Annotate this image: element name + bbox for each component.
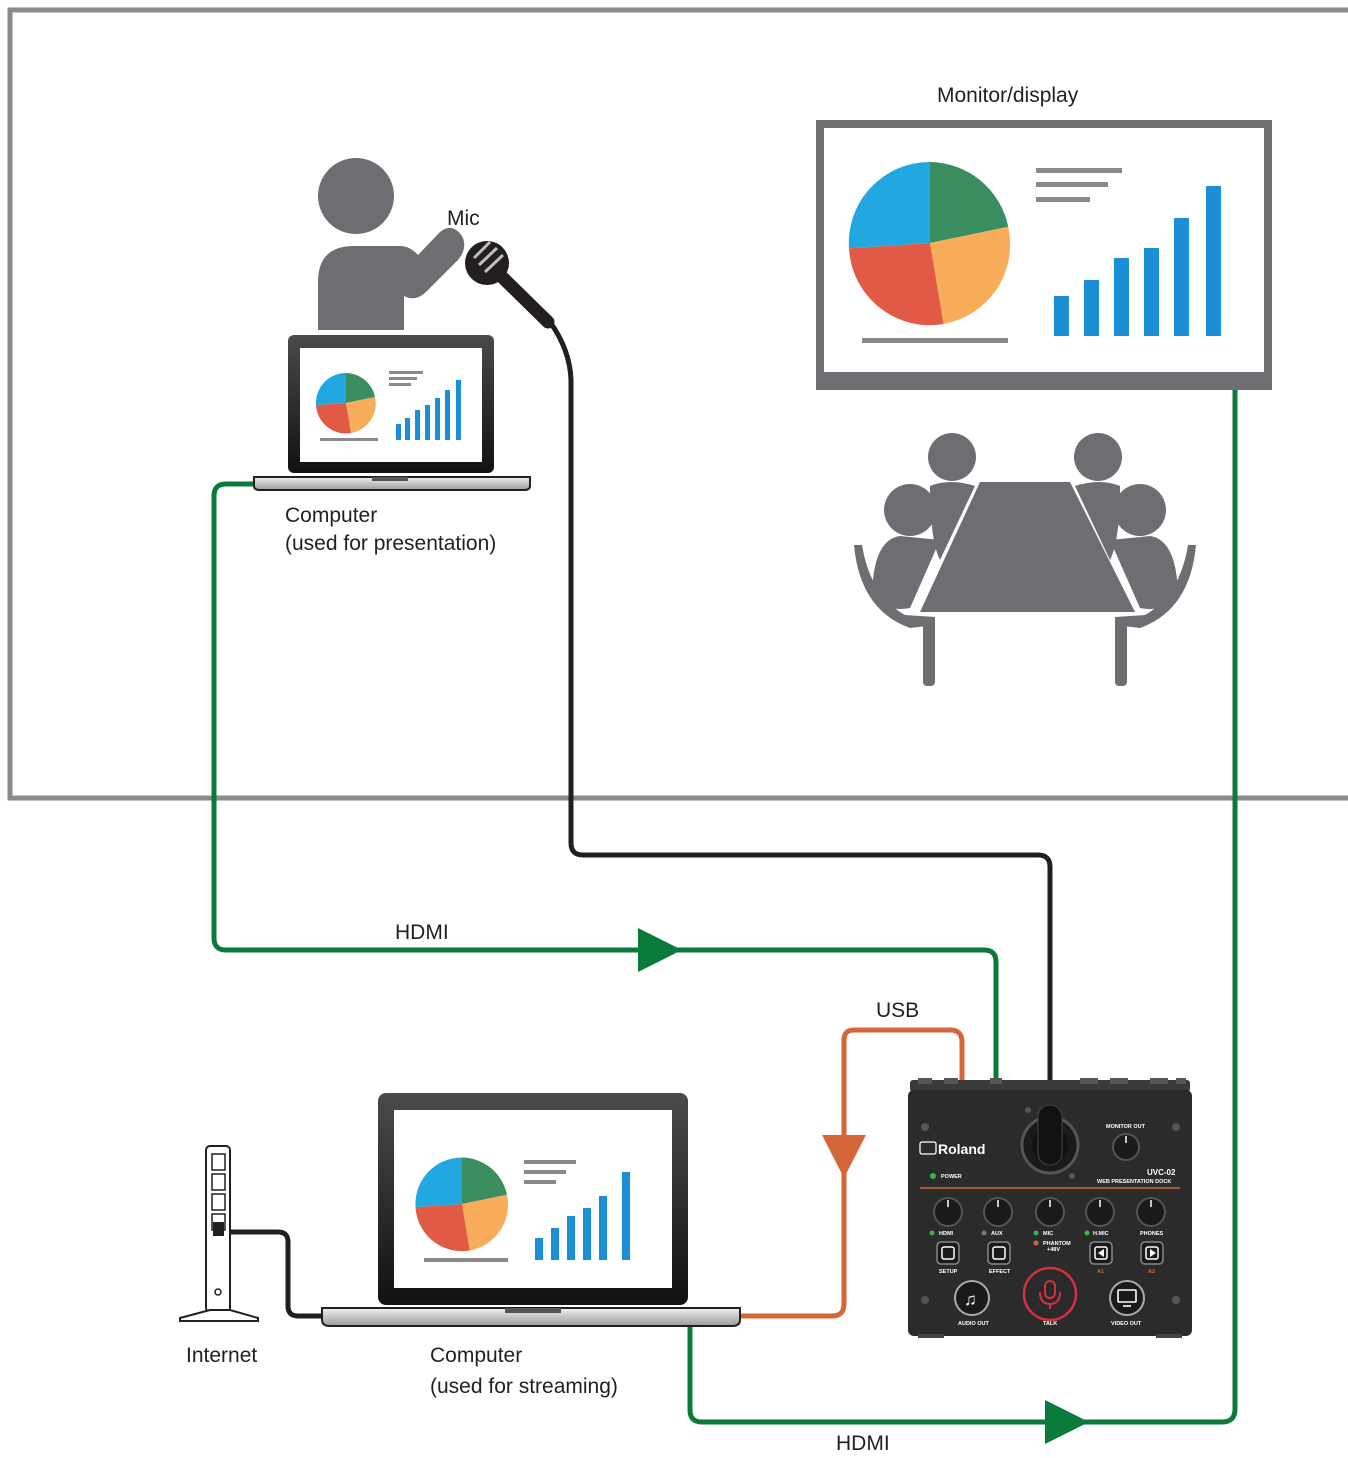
hdmi-in-label: HDMI: [395, 921, 449, 944]
monitor-icon: [816, 120, 1272, 390]
button-label-effect: EFFECT: [989, 1269, 1011, 1275]
knob-label-aux: AUX: [991, 1231, 1003, 1237]
usb-arrow: [822, 1135, 866, 1178]
microphone-icon: [465, 240, 555, 329]
meeting-table-icon: [854, 433, 1196, 686]
computer-presentation-label-2: (used for presentation): [285, 532, 496, 555]
room-border: [7, 7, 1348, 801]
bottom-label-talk: TALK: [1043, 1321, 1057, 1327]
hdmi-out-label: HDMI: [836, 1432, 890, 1455]
knob-label-hmic: H.MIC: [1093, 1231, 1109, 1237]
usb-label: USB: [876, 999, 919, 1022]
mic-label: Mic: [447, 207, 480, 230]
router-icon: [179, 1145, 259, 1322]
hdmi-in-cable: [211, 481, 999, 1083]
button-label-a2: A2: [1148, 1269, 1155, 1275]
device-model: UVC-02: [1147, 1168, 1176, 1177]
button-label-a1: A1: [1097, 1269, 1104, 1275]
monitor-small-icon: [1117, 1289, 1137, 1307]
device-brand: Roland: [938, 1141, 985, 1157]
ethernet-cable: [222, 1229, 328, 1319]
laptop-presentation: [253, 335, 531, 491]
computer-presentation-label-1: Computer: [285, 504, 377, 527]
knob-label-mic: MIC: [1043, 1231, 1053, 1237]
laptop-streaming: [321, 1093, 741, 1327]
monitor-label: Monitor/display: [937, 84, 1079, 107]
hdmi-out-cable: [687, 386, 1238, 1425]
mic-cable: [547, 320, 1053, 1112]
music-note-icon: ♫: [964, 1290, 977, 1309]
presenter-icon: [318, 158, 465, 330]
knob-label-phones: PHONES: [1140, 1231, 1164, 1237]
computer-streaming-label-2: (used for streaming): [430, 1375, 618, 1398]
computer-streaming-label-1: Computer: [430, 1344, 522, 1367]
hdmi-in-arrow: [638, 928, 682, 972]
device-phantom-voltage: +48V: [1047, 1247, 1060, 1253]
knob-label-hdmi: HDMI: [939, 1231, 954, 1237]
hdmi-out-arrow: [1045, 1400, 1089, 1444]
button-label-setup: SETUP: [939, 1269, 958, 1275]
bottom-label-audio-out: AUDIO OUT: [958, 1321, 990, 1327]
device-subtitle: WEB PRESENTATION DOCK: [1097, 1179, 1171, 1185]
bottom-label-video-out: VIDEO OUT: [1111, 1321, 1142, 1327]
usb-cable: [738, 1027, 965, 1319]
device-phantom: PHANTOM: [1043, 1241, 1071, 1247]
device-monitor-out: MONITOR OUT: [1106, 1124, 1146, 1130]
internet-label: Internet: [186, 1344, 257, 1367]
talk-mic-icon: [1039, 1280, 1061, 1309]
roland-uvc-02-device: Roland MONITOR OUT UVC-02 WEB PRESENTATI…: [908, 1078, 1192, 1338]
device-power: POWER: [941, 1174, 962, 1180]
